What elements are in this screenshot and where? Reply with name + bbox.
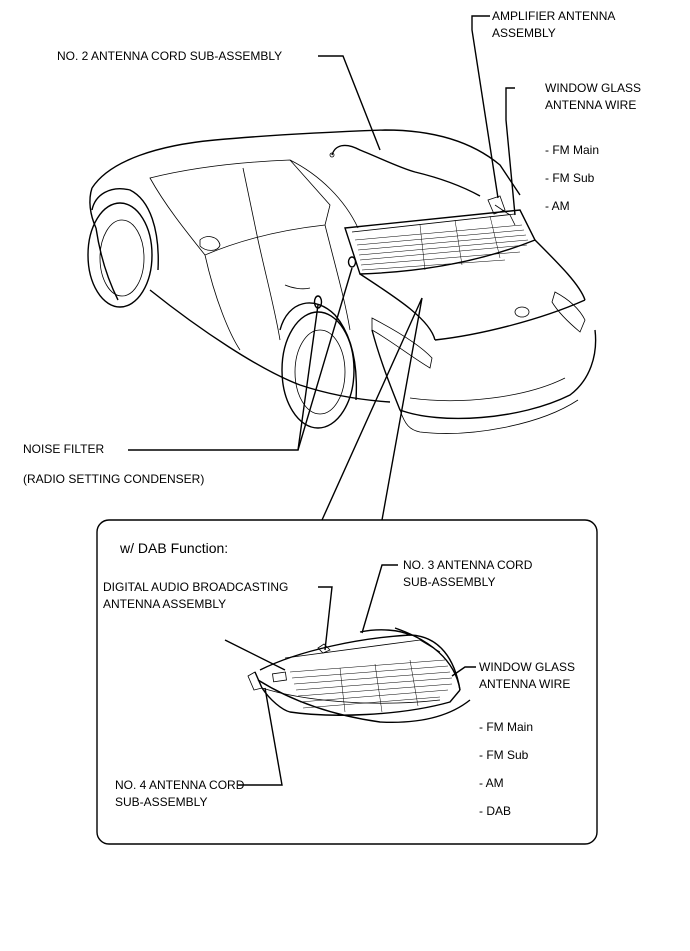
- dab-fm-main-label: - FM Main: [479, 720, 533, 734]
- dab-inset-frame: [96, 519, 598, 845]
- fm-main-label: - FM Main: [545, 143, 599, 157]
- no4-antenna-cord-label-line2: SUB-ASSEMBLY: [115, 795, 208, 809]
- leader-lines: [128, 15, 516, 521]
- dab-antenna-label-line1: DIGITAL AUDIO BROADCASTING: [103, 580, 289, 594]
- dab-window-glass-wire-label-line1: WINDOW GLASS: [479, 660, 576, 674]
- no2-antenna-cord-label: NO. 2 ANTENNA CORD SUB-ASSEMBLY: [57, 49, 283, 63]
- dab-am-label: - AM: [479, 776, 504, 790]
- am-label: - AM: [545, 199, 570, 213]
- dab-dab-label: - DAB: [479, 804, 512, 818]
- car-body: [87, 129, 597, 434]
- dab-fm-sub-label: - FM Sub: [479, 748, 529, 762]
- no3-antenna-cord-label-line1: NO. 3 ANTENNA CORD: [403, 558, 533, 572]
- dab-window-glass-wire-label-line2: ANTENNA WIRE: [479, 677, 571, 691]
- dab-leader-lines: [238, 564, 476, 786]
- dab-inset-title: w/ DAB Function:: [120, 540, 229, 556]
- amplifier-antenna-label-line2: ASSEMBLY: [492, 26, 556, 40]
- no3-antenna-cord-label-line2: SUB-ASSEMBLY: [403, 575, 496, 589]
- amplifier-antenna-label-line1: AMPLIFIER ANTENNA: [492, 9, 616, 23]
- radio-setting-condenser-label: (RADIO SETTING CONDENSER): [23, 472, 205, 486]
- dab-glass-illustration: [224, 627, 471, 724]
- no4-antenna-cord-label-line1: NO. 4 ANTENNA CORD: [115, 778, 245, 792]
- fm-sub-label: - FM Sub: [545, 171, 595, 185]
- dab-antenna-label-line2: ANTENNA ASSEMBLY: [103, 597, 227, 611]
- window-glass-wire-label-line1: WINDOW GLASS: [545, 81, 642, 95]
- noise-filter-label: NOISE FILTER: [23, 442, 105, 456]
- window-glass-wire-label-line2: ANTENNA WIRE: [545, 98, 637, 112]
